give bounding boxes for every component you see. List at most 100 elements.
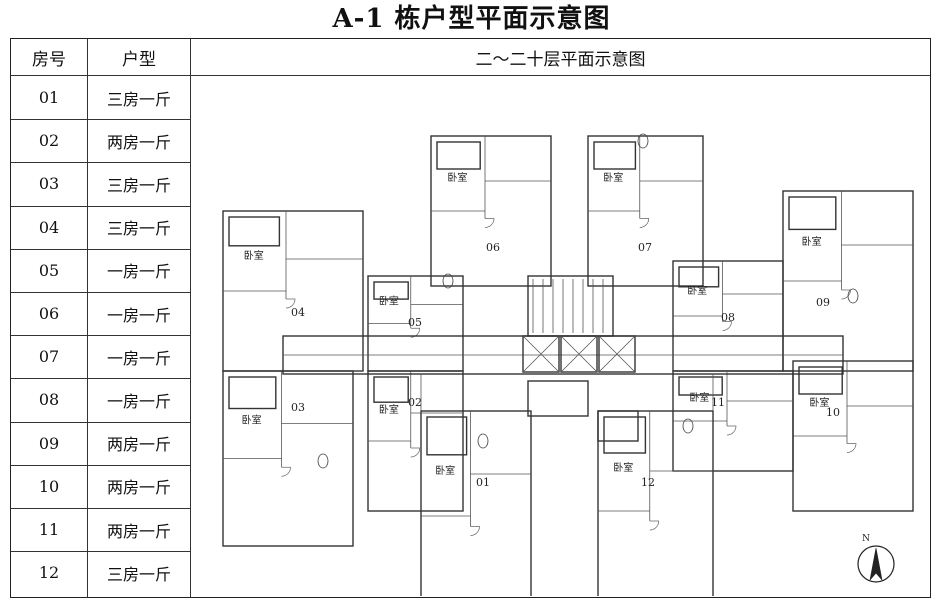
toilet-fixture — [477, 433, 489, 449]
room-label: 卧室 — [809, 396, 829, 409]
room-label: 卧室 — [689, 391, 709, 404]
room-number: 12 — [38, 563, 60, 583]
unit-number-label: 02 — [408, 396, 422, 409]
room-number: 10 — [38, 476, 60, 496]
wall — [678, 376, 723, 396]
table-divider — [11, 75, 930, 76]
north-arrow-icon — [857, 545, 895, 583]
elevator-mark — [522, 335, 560, 373]
wall — [603, 416, 647, 454]
unit-number-label: 01 — [476, 476, 490, 489]
unit-type: 两房一斤 — [106, 521, 171, 541]
unit-number-label: 11 — [711, 396, 725, 409]
room-label: 卧室 — [447, 171, 467, 184]
toilet-fixture — [442, 273, 454, 289]
room-label: 卧室 — [603, 171, 623, 184]
room-number: 11 — [38, 520, 60, 540]
door-swing — [722, 321, 732, 331]
room-label: 卧室 — [244, 249, 264, 262]
row-divider — [11, 421, 190, 423]
header-room-no: 房号 — [32, 49, 66, 70]
table-divider — [190, 39, 191, 597]
door-swing — [410, 447, 421, 458]
wall — [436, 141, 481, 170]
door-swing — [726, 425, 737, 436]
room-label: 卧室 — [687, 284, 707, 297]
unit-type: 两房一斤 — [106, 132, 171, 152]
room-number: 06 — [38, 304, 60, 324]
room-label: 卧室 — [379, 295, 399, 308]
unit-type: 一房一斤 — [106, 348, 171, 368]
table-divider — [87, 39, 88, 597]
wall — [527, 380, 589, 417]
toilet-fixture — [847, 288, 859, 304]
row-divider — [11, 292, 190, 293]
wall — [373, 281, 409, 300]
room-number: 08 — [38, 390, 60, 410]
wall — [426, 416, 468, 456]
unit-number-label: 03 — [291, 401, 305, 414]
door-swing — [846, 443, 857, 453]
unit-type: 三房一斤 — [106, 564, 171, 584]
wall — [678, 266, 720, 288]
page-title: A-1 栋户型平面示意图 — [332, 4, 611, 34]
room-label: 卧室 — [379, 403, 399, 416]
room-label: 卧室 — [802, 235, 822, 248]
door-swing — [285, 298, 296, 309]
row-divider — [11, 248, 190, 250]
room-number: 05 — [38, 260, 60, 280]
room-label: 卧室 — [242, 414, 262, 427]
wall — [228, 216, 281, 247]
wall — [593, 141, 637, 170]
header-unit-type: 户型 — [122, 49, 156, 70]
unit-number-label: 12 — [641, 476, 655, 489]
door-swing — [281, 466, 291, 477]
door-swing — [639, 218, 650, 228]
north-arrow-icon — [869, 547, 883, 582]
unit-type: 三房一斤 — [106, 89, 171, 109]
wall — [373, 376, 409, 403]
row-divider — [11, 464, 190, 466]
wall — [522, 335, 560, 373]
room-number: 03 — [38, 174, 60, 194]
wall — [420, 410, 532, 596]
row-divider — [11, 508, 190, 509]
unit-type: 三房一斤 — [106, 175, 171, 195]
header-floor-plan: 二～二十层平面示意图 — [475, 49, 646, 70]
unit-number-label: 09 — [816, 296, 830, 309]
wall — [560, 335, 598, 373]
unit-type: 一房一斤 — [106, 262, 171, 282]
toilet-fixture — [637, 133, 649, 149]
elevator-mark — [560, 335, 598, 373]
wall — [598, 335, 636, 373]
toilet-fixture — [682, 418, 694, 434]
row-divider — [11, 205, 190, 207]
door-swing — [470, 526, 480, 536]
room-label: 卧室 — [435, 464, 455, 477]
wall — [597, 410, 639, 442]
row-divider — [11, 162, 190, 164]
door-swing — [410, 327, 421, 338]
room-number: 04 — [38, 217, 60, 237]
unit-type: 两房一斤 — [106, 435, 171, 455]
row-divider — [11, 119, 190, 121]
row-divider — [11, 378, 190, 380]
door-swing — [649, 520, 660, 531]
elevator-mark — [598, 335, 636, 373]
unit-type: 三房一斤 — [106, 219, 171, 239]
unit-number-label: 06 — [486, 241, 500, 254]
unit-type: 两房一斤 — [106, 478, 171, 498]
unit-number-label: 08 — [721, 311, 735, 324]
room-number: 09 — [38, 433, 60, 453]
room-number: 02 — [38, 131, 60, 151]
unit-table: 房号 户型 二～二十层平面示意图 01 三房一斤 02 两房一斤 03 三房一斤 04 三房一… — [10, 38, 931, 598]
row-divider — [11, 551, 190, 553]
wall — [788, 196, 837, 231]
door-swing — [484, 218, 495, 228]
wall — [597, 410, 714, 596]
room-number: 01 — [38, 88, 60, 108]
wall — [228, 376, 277, 410]
toilet-fixture — [317, 453, 329, 469]
wall — [527, 275, 614, 337]
room-label: 卧室 — [613, 461, 633, 474]
